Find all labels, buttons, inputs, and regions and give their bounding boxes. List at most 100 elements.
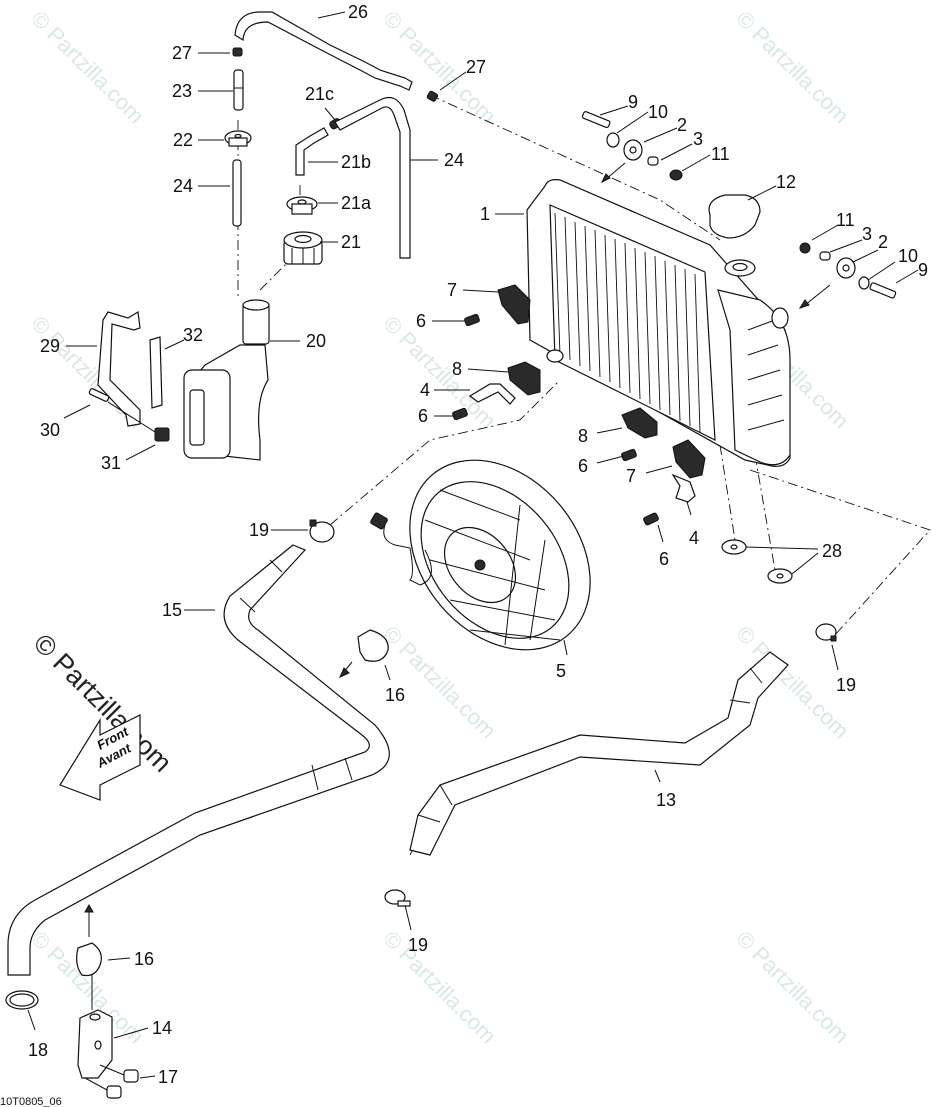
callout-9-left: 9: [628, 92, 638, 112]
callout-3-right: 3: [862, 224, 872, 244]
callout-6-upper: 6: [416, 311, 426, 331]
callout-4-lower: 4: [689, 528, 699, 548]
callout-21c: 21c: [305, 84, 334, 104]
callout-24-left: 24: [173, 176, 193, 196]
front-direction-arrow: Front Avant: [59, 714, 141, 801]
watermark: © Partzilla.com: [378, 926, 501, 1049]
callout-10-right: 10: [898, 246, 918, 266]
callout-32: 32: [183, 325, 203, 345]
watermark: © Partzilla.com: [26, 6, 149, 129]
callout-9-right: 9: [918, 260, 928, 280]
callout-19-right: 19: [836, 675, 856, 695]
callout-1: 1: [480, 204, 490, 224]
callout-19-lower: 19: [408, 935, 428, 955]
callout-20: 20: [306, 331, 326, 351]
cooling-fan-5: [370, 459, 591, 651]
callout-27-right: 27: [466, 57, 486, 77]
rubber-pads-28: [721, 539, 793, 584]
callout-4-upper: 4: [420, 380, 430, 400]
clamp-27-top: [232, 47, 243, 57]
callout-21b: 21b: [341, 152, 371, 172]
callout-14: 14: [152, 1018, 172, 1038]
callout-21a: 21a: [341, 193, 372, 213]
document-id: 10T0805_06: [0, 1096, 62, 1107]
bolts-17: [84, 1064, 139, 1099]
grommet-22: [224, 130, 252, 147]
callout-16-upper: 16: [385, 685, 405, 705]
clamp-27-right: [426, 90, 439, 102]
callout-7-upper: 7: [447, 280, 457, 300]
nut-31: [154, 427, 170, 442]
support-4-upper: [468, 383, 516, 405]
bracket-7-upper: [497, 284, 531, 325]
bolt-6-bottom: [643, 512, 659, 526]
hose-clamp-19-right: [815, 623, 837, 642]
elbow-fitting-21b: [295, 127, 329, 176]
callout-11-right: 11: [836, 210, 855, 230]
callout-8-upper: 8: [452, 359, 462, 379]
bolt-6-upper: [464, 313, 480, 327]
coolant-reservoir-20: [183, 299, 270, 461]
callout-7-lower: 7: [626, 466, 636, 486]
callout-12: 12: [776, 172, 796, 192]
reservoir-cap-21: [283, 231, 323, 265]
callout-24-right: 24: [444, 150, 464, 170]
callout-17: 17: [158, 1067, 178, 1087]
callout-21: 21: [341, 232, 361, 252]
callout-3-left: 3: [693, 129, 703, 149]
hose-24-long: [334, 97, 411, 259]
callout-15: 15: [162, 600, 182, 620]
callout-11-left: 11: [711, 144, 730, 164]
callout-6-bottom: 6: [659, 549, 669, 569]
leader-lines: [27, 11, 919, 1079]
callout-26: 26: [348, 2, 368, 22]
callout-2-left: 2: [677, 115, 687, 135]
radiator-1: [526, 179, 791, 467]
callout-13: 13: [656, 790, 676, 810]
bracket-8-upper: [507, 361, 541, 396]
callout-23: 23: [172, 81, 192, 101]
watermark: © Partzilla.com: [731, 926, 854, 1049]
outlet-hose-13: [409, 651, 789, 856]
callout-30: 30: [40, 420, 60, 440]
bolt-6-lower: [621, 448, 637, 462]
callout-labels: 26 27 27 23 22 24 24 21c 21b 21a 21 20 2…: [28, 2, 928, 1087]
hose-clamp-19-lower: [384, 889, 411, 907]
mounting-hardware-right: [798, 242, 897, 309]
callout-6-mid: 6: [418, 406, 428, 426]
callout-19-upper: 19: [249, 520, 269, 540]
pad-32: [149, 336, 163, 409]
hose-24-short: [232, 159, 242, 227]
hose-clamp-19-upper: [309, 519, 335, 543]
fitting-23: [233, 69, 244, 111]
clip-bracket-14: [77, 975, 113, 1079]
support-4-lower: [671, 473, 696, 503]
callout-22: 22: [173, 130, 193, 150]
bolt-6-mid: [452, 407, 468, 421]
callout-8-lower: 8: [578, 426, 588, 446]
inlet-hose-15: [7, 544, 390, 976]
callout-16-lower: 16: [134, 949, 154, 969]
bolt-30: [88, 388, 156, 433]
callout-29: 29: [40, 336, 60, 356]
callout-2-right: 2: [878, 232, 888, 252]
watermark: © Partzilla.com: [378, 311, 501, 434]
reservoir-bracket-29: [97, 311, 141, 427]
callout-10-left: 10: [648, 102, 668, 122]
watermark: © Partzilla.com: [731, 6, 854, 129]
overflow-hose-26: [234, 11, 413, 91]
mounting-hardware-left: [581, 111, 683, 184]
callout-27-top: 27: [172, 43, 192, 63]
grommet-21a: [286, 196, 318, 215]
hose-clip-16-upper: [339, 629, 389, 678]
hose-clip-16-lower: [76, 903, 102, 977]
radiator-fins: [554, 212, 701, 433]
callout-5: 5: [556, 661, 566, 681]
radiator-cap-12: [708, 194, 761, 239]
callout-6-lower: 6: [578, 456, 588, 476]
bracket-7-lower: [672, 439, 706, 479]
bracket-8-lower: [621, 407, 658, 439]
callout-18: 18: [28, 1040, 48, 1060]
